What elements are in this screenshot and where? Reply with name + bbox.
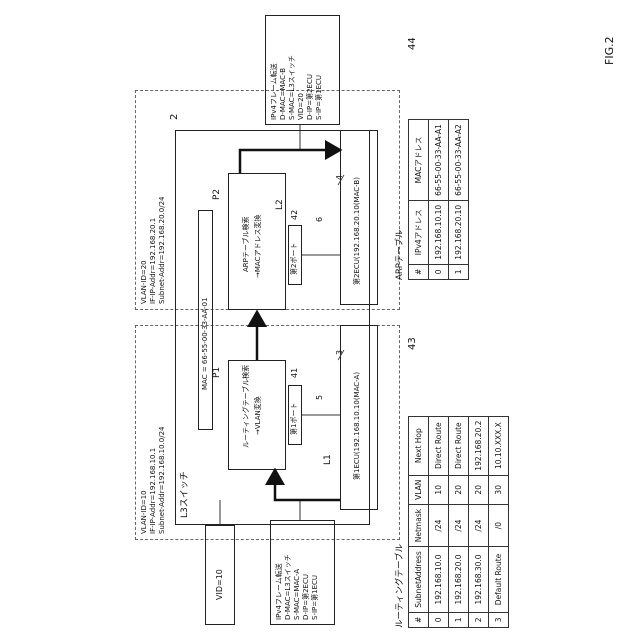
path-l2	[240, 150, 340, 173]
ref4-leader	[338, 175, 344, 185]
path-l1	[275, 470, 340, 500]
figure-label: FIG.2	[605, 36, 615, 65]
ref3-leader	[338, 350, 344, 360]
